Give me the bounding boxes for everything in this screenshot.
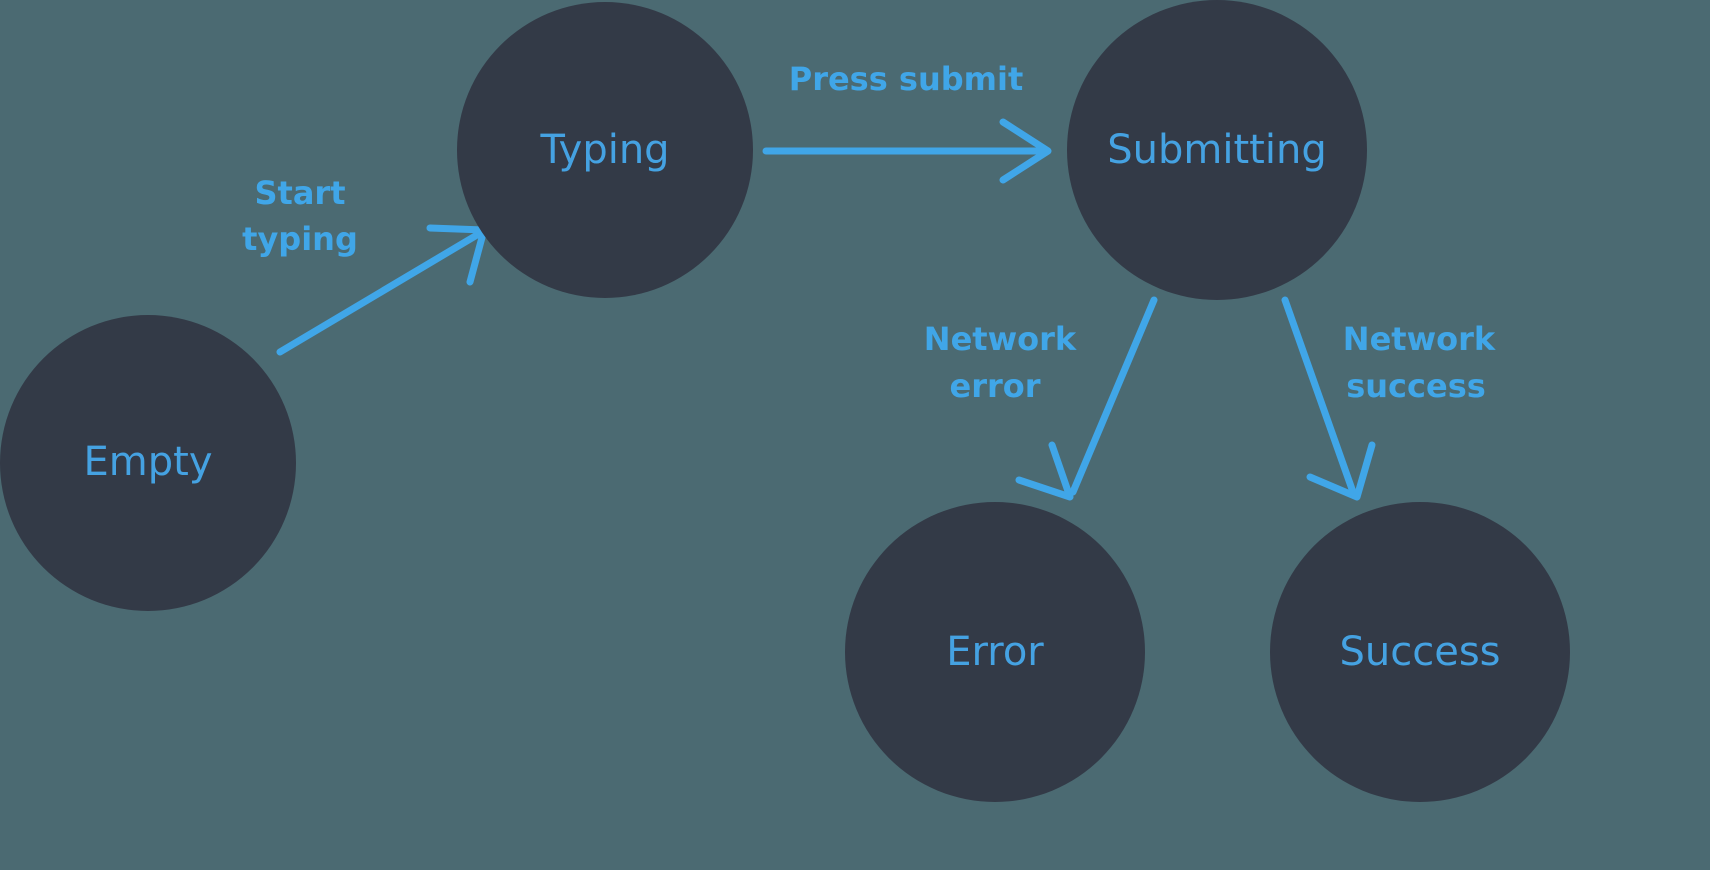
edge-submitting-to-error: [1015, 296, 1158, 501]
node-empty-label: Empty: [84, 439, 213, 485]
edge-label-start-typing: Start typing: [242, 174, 358, 258]
node-typing[interactable]: Typing: [457, 2, 753, 298]
edge-label-network-success: Network success: [1343, 320, 1496, 405]
node-submitting[interactable]: Submitting: [1067, 0, 1367, 300]
node-error-circle[interactable]: [845, 502, 1145, 802]
node-success-circle[interactable]: [1270, 502, 1570, 802]
edge-label-network-error: Network error: [924, 320, 1077, 405]
edge-submitting-to-success-line: [1281, 296, 1357, 496]
edge-submitting-to-error-arrowhead: [1015, 441, 1074, 501]
node-empty-circle[interactable]: [0, 315, 296, 611]
edge-label-network-success-line2: success: [1346, 367, 1486, 405]
edge-label-press-submit-line1: Press submit: [789, 60, 1024, 98]
node-submitting-label: Submitting: [1107, 127, 1326, 173]
edge-label-start-typing-line2: typing: [242, 220, 358, 258]
node-empty[interactable]: Empty: [0, 315, 296, 611]
node-error[interactable]: Error: [845, 502, 1145, 802]
node-typing-circle[interactable]: [457, 2, 753, 298]
edge-label-network-error-line1: Network: [924, 320, 1077, 358]
node-success[interactable]: Success: [1270, 502, 1570, 802]
edge-label-start-typing-line1: Start: [254, 174, 345, 212]
edge-submitting-to-success: [1281, 296, 1376, 501]
edge-label-press-submit: Press submit: [789, 60, 1024, 98]
edge-typing-to-submitting: [762, 118, 1052, 184]
edge-empty-to-typing-line: [276, 228, 486, 356]
edge-typing-to-submitting-arrowhead: [999, 118, 1052, 184]
node-typing-label: Typing: [539, 127, 669, 173]
node-submitting-circle[interactable]: [1067, 0, 1367, 300]
node-error-label: Error: [946, 629, 1044, 675]
edge-label-network-success-line1: Network: [1343, 320, 1496, 358]
edge-submitting-to-error-line: [1069, 296, 1158, 496]
edge-submitting-to-success-arrowhead: [1306, 441, 1376, 501]
node-success-label: Success: [1339, 629, 1500, 675]
edge-label-network-error-line2: error: [949, 367, 1040, 405]
